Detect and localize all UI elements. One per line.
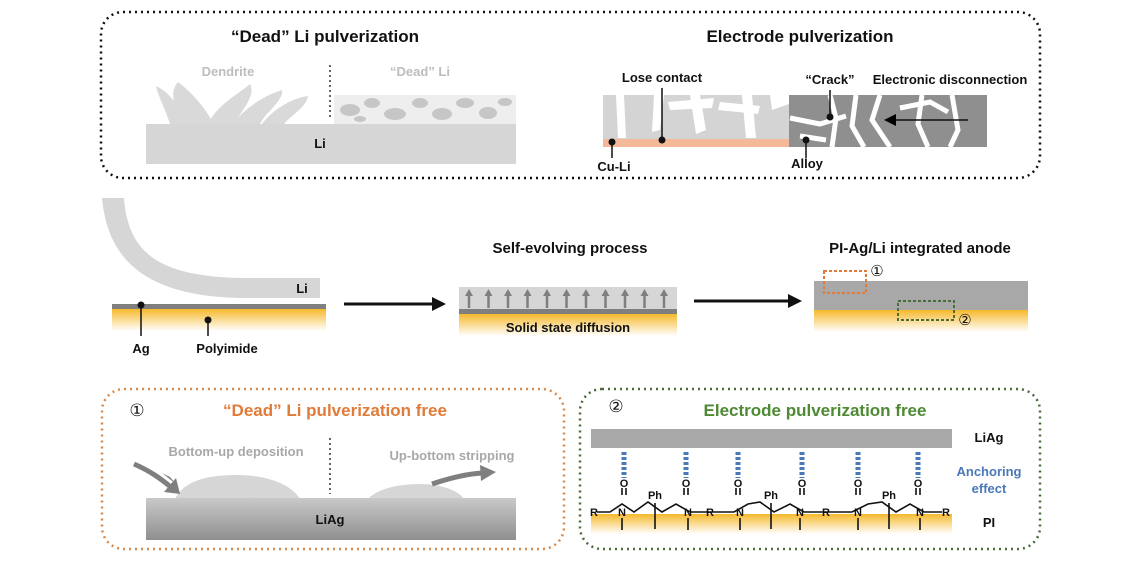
li-foil-label: Li [296, 281, 308, 296]
cu-li-label: Cu-Li [597, 159, 630, 174]
anchoring-label-1: Anchoring [957, 464, 1022, 479]
anode-marker-2: ② [958, 312, 971, 329]
diffusion-ag-layer [459, 309, 677, 314]
diffusion-up-arrow-head [582, 289, 590, 296]
chem-atom-label: Ph [882, 490, 896, 502]
crack-label: “Crack” [805, 72, 854, 87]
diffusion-up-arrow-head [562, 289, 571, 296]
ag-layer [112, 304, 326, 309]
dendrite-label: Dendrite [202, 64, 255, 79]
anode-title: PI-Ag/Li integrated anode [829, 240, 1011, 257]
bottom-right-liag-layer [591, 429, 952, 448]
deposition-arrow-head [164, 478, 180, 494]
process-arrow-2-head [788, 294, 802, 308]
anchoring-bonds [621, 452, 921, 478]
dead-li-label: “Dead” Li [390, 64, 450, 79]
diffusion-up-arrow-head [543, 289, 551, 296]
pi-chain-atoms: O O O O O O N N N N N N Ph Ph PhR R R R [590, 478, 950, 519]
polyimide-label: Polyimide [196, 341, 257, 356]
stripping-arrow-head [480, 465, 496, 481]
chem-atom-label: N [796, 507, 804, 519]
deposition-arrow [162, 473, 176, 484]
chem-atom-label: R [706, 507, 714, 519]
stripping-arrow-shaft [431, 470, 483, 487]
bottom-left-frame [100, 387, 566, 551]
chem-atom-label: Ph [764, 490, 778, 502]
chem-atom-label: Ph [648, 490, 662, 502]
dead-li-particles [340, 98, 512, 122]
anode-zoom-box-1 [823, 270, 867, 294]
alloy-cracks [789, 94, 961, 149]
anchoring-label-2: effect [972, 481, 1007, 496]
alloy-label: Alloy [791, 156, 824, 171]
chem-atom-label: N [618, 507, 626, 519]
ag-label: Ag [132, 341, 149, 356]
bottom-left-liag-label: LiAg [316, 512, 345, 527]
chem-atom-label: R [822, 507, 830, 519]
process-arrow-1-head [432, 297, 446, 311]
diffusion-top-layer [459, 287, 677, 309]
diffusion-arrows [465, 289, 668, 308]
anode-liag-layer [814, 281, 1028, 310]
diffusion-label: Solid state diffusion [506, 320, 630, 335]
top-panel-frame [99, 10, 1042, 180]
lose-contact-label: Lose contact [622, 70, 703, 85]
pi-chain-structure [597, 488, 942, 530]
bottom-right-liag-label: LiAg [975, 430, 1004, 445]
chem-atom-label: N [916, 507, 924, 519]
diffusion-up-arrow-head [484, 289, 493, 296]
ag-dot [137, 301, 145, 309]
stripping-mound [368, 484, 464, 499]
bottom-left-number: ① [129, 401, 144, 420]
alloy-dot [802, 136, 810, 144]
bottom-left-liag-layer [146, 498, 516, 540]
bottom-right-title: Electrode pulverization free [704, 401, 927, 420]
chem-atom-label: O [682, 478, 691, 490]
li-substrate-label: Li [314, 136, 326, 151]
bottom-left-title: “Dead” Li pulverization free [223, 401, 447, 420]
chem-atom-label: R [942, 507, 950, 519]
chem-atom-label: N [736, 507, 744, 519]
bottom-right-pi-label: PI [983, 515, 995, 530]
crack-dot [826, 113, 834, 121]
lose-contact-dot [658, 136, 666, 144]
stripping-label: Up-bottom stripping [390, 448, 515, 463]
electrode-pulverization-title: Electrode pulverization [706, 27, 893, 46]
bottom-right-number: ② [608, 397, 623, 416]
cu-li-dot [608, 138, 616, 146]
polyimide-dot [204, 316, 212, 324]
chem-atom-label: N [854, 507, 862, 519]
dendrite-shapes [156, 82, 308, 124]
process-title: Self-evolving process [492, 240, 647, 257]
diffusion-up-arrow-head [640, 289, 649, 296]
pulverized-cracks [616, 95, 789, 138]
chem-atom-label: O [734, 478, 743, 490]
chem-atom-label: O [914, 478, 923, 490]
diffusion-up-arrow-head [621, 289, 629, 296]
diffusion-up-arrow-head [523, 289, 532, 296]
anode-marker-1: ① [870, 263, 883, 280]
polyimide-layer [112, 309, 326, 331]
diffusion-up-arrow-head [601, 289, 610, 296]
chem-atom-label: O [620, 478, 629, 490]
li-substrate [146, 124, 516, 164]
chem-atom-label: O [854, 478, 863, 490]
diffusion-pi-layer [459, 314, 677, 336]
deposition-mound [175, 475, 300, 499]
chem-atom-label: R [590, 507, 598, 519]
deposition-label: Bottom-up deposition [168, 444, 303, 459]
electronic-disconnection-label: Electronic disconnection [873, 72, 1028, 87]
cu-li-layer [603, 139, 789, 147]
diffusion-up-arrow-head [504, 289, 512, 296]
diffusion-up-arrow-head [660, 289, 668, 296]
chem-atom-label: O [798, 478, 807, 490]
deposition-arrow-shaft [132, 461, 174, 490]
anode-zoom-box-2 [897, 300, 955, 321]
chem-atom-label: N [684, 507, 692, 519]
diffusion-up-arrow-head [465, 289, 473, 296]
dead-li-title: “Dead” Li pulverization [231, 27, 419, 46]
li-foil-curve [102, 198, 320, 298]
